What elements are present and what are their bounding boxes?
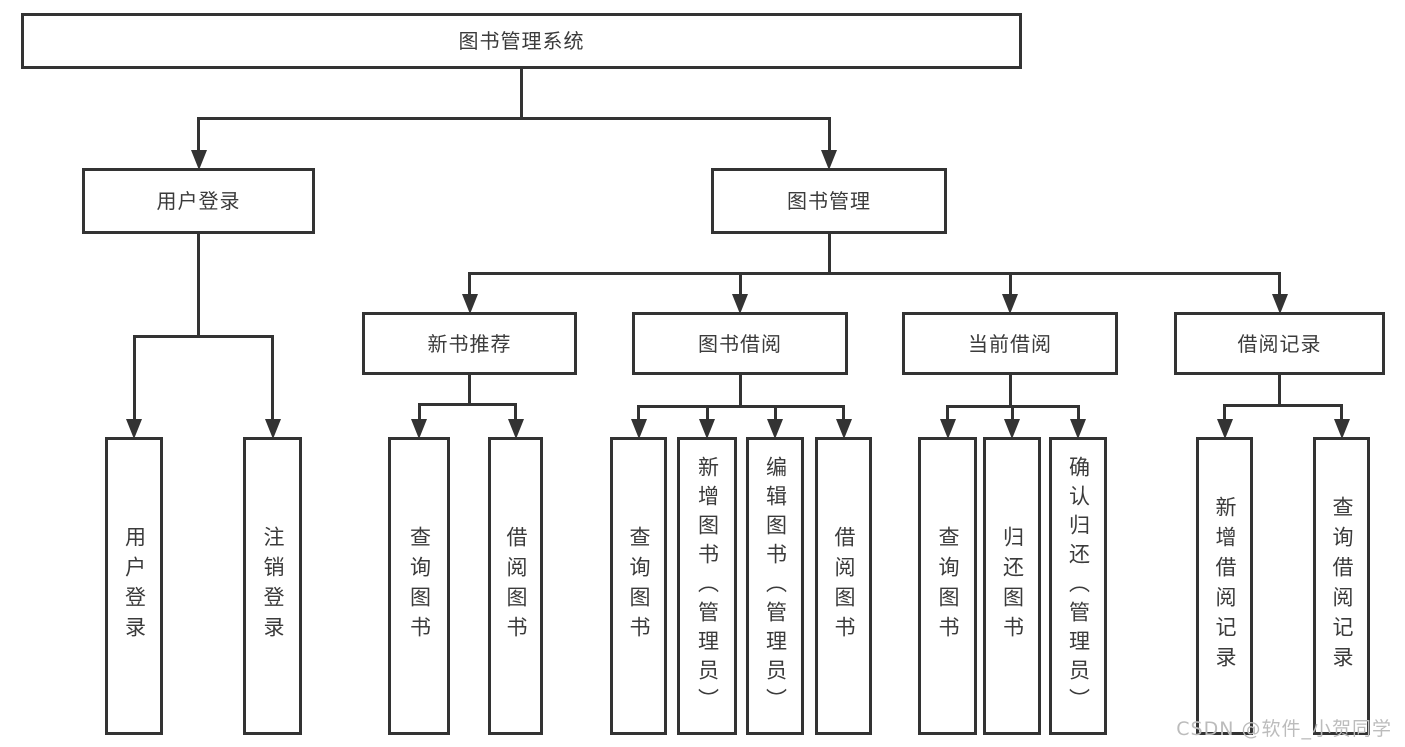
arrow-down-icon xyxy=(1070,419,1086,439)
connector-line-horizontal xyxy=(197,116,831,120)
arrow-down-icon xyxy=(821,150,837,170)
node-label-br-add-record: 新增借阅记录 xyxy=(1213,496,1237,676)
arrow-down-icon xyxy=(190,150,207,170)
arrow-down-icon xyxy=(835,419,852,439)
connector-line-vertical xyxy=(738,273,742,298)
connector-line-horizontal xyxy=(637,404,845,408)
node-bb-add-book-admin: 新增图书（管理员） xyxy=(677,437,737,735)
node-label-book-management-module: 图书管理 xyxy=(787,189,871,213)
connector-line-vertical xyxy=(197,118,200,154)
arrow-down-icon xyxy=(732,294,748,314)
connector-line-vertical xyxy=(637,406,640,423)
connector-line-horizontal xyxy=(132,334,274,338)
arrow-down-icon xyxy=(767,419,783,439)
node-borrowing-records: 借阅记录 xyxy=(1174,312,1385,375)
node-logout: 注销登录 xyxy=(243,437,302,735)
connector-line-vertical xyxy=(842,406,845,423)
connector-line-vertical xyxy=(705,406,709,423)
connector-line-vertical xyxy=(417,404,421,423)
connector-line-vertical xyxy=(520,68,523,120)
connector-line-vertical xyxy=(827,118,831,154)
node-bb-borrow-books: 借阅图书 xyxy=(815,437,872,735)
node-label-borrowing-records: 借阅记录 xyxy=(1237,331,1322,356)
node-nb-query-books: 查询图书 xyxy=(388,437,450,735)
connector-line-vertical xyxy=(1008,273,1012,298)
connector-line-vertical xyxy=(197,233,200,338)
connector-line-vertical xyxy=(773,406,777,423)
arrow-down-icon xyxy=(264,419,281,439)
arrow-down-icon xyxy=(1333,419,1350,439)
arrow-down-icon xyxy=(1216,419,1233,439)
node-label-bb-add-book-admin: 新增图书（管理员） xyxy=(695,455,720,717)
connector-line-vertical xyxy=(1008,374,1012,408)
arrow-down-icon xyxy=(126,419,142,439)
node-user-login-module: 用户登录 xyxy=(82,168,315,234)
node-login: 用户登录 xyxy=(105,437,163,735)
connector-line-vertical xyxy=(1278,374,1281,407)
node-label-logout: 注销登录 xyxy=(261,526,285,646)
arrow-down-icon xyxy=(1002,294,1018,314)
node-label-user-login-module: 用户登录 xyxy=(156,189,241,213)
node-label-login: 用户登录 xyxy=(122,526,147,646)
node-cb-query-books: 查询图书 xyxy=(918,437,977,735)
node-bb-query-books: 查询图书 xyxy=(610,437,667,735)
node-br-add-record: 新增借阅记录 xyxy=(1196,437,1253,735)
connector-line-vertical xyxy=(271,336,274,423)
arrow-down-icon xyxy=(1004,419,1020,439)
node-label-br-query-record: 查询借阅记录 xyxy=(1330,496,1354,676)
connector-line-vertical xyxy=(1010,406,1014,423)
connector-line-vertical xyxy=(1278,273,1281,298)
connector-line-horizontal xyxy=(417,402,517,406)
node-label-bb-query-books: 查询图书 xyxy=(627,526,651,646)
node-label-system-root: 图书管理系统 xyxy=(458,29,585,53)
node-new-book-recommend: 新书推荐 xyxy=(362,312,577,375)
node-label-nb-borrow-books: 借阅图书 xyxy=(504,526,528,646)
node-label-bb-edit-book-admin: 编辑图书（管理员） xyxy=(763,455,788,717)
connector-line-vertical xyxy=(1076,406,1080,423)
arrow-down-icon xyxy=(507,419,524,439)
node-label-bb-borrow-books: 借阅图书 xyxy=(832,526,856,646)
connector-line-horizontal xyxy=(468,271,1281,275)
connector-line-vertical xyxy=(468,374,471,406)
node-label-cb-return-books: 归还图书 xyxy=(1000,526,1025,646)
connector-line-vertical xyxy=(827,233,831,275)
node-book-borrowing: 图书借阅 xyxy=(632,312,848,375)
node-current-borrowing: 当前借阅 xyxy=(902,312,1118,375)
connector-line-vertical xyxy=(468,273,471,298)
node-cb-confirm-return-admin: 确认归还（管理员） xyxy=(1049,437,1107,735)
node-book-management-module: 图书管理 xyxy=(711,168,947,234)
arrow-down-icon xyxy=(630,419,647,439)
node-nb-borrow-books: 借阅图书 xyxy=(488,437,543,735)
node-bb-edit-book-admin: 编辑图书（管理员） xyxy=(746,437,804,735)
connector-line-vertical xyxy=(946,406,949,423)
node-label-book-borrowing: 图书借阅 xyxy=(698,331,782,356)
node-label-current-borrowing: 当前借阅 xyxy=(968,331,1052,356)
arrow-down-icon xyxy=(411,419,427,439)
arrow-down-icon xyxy=(461,294,478,314)
node-label-cb-confirm-return-admin: 确认归还（管理员） xyxy=(1066,455,1091,717)
arrow-down-icon xyxy=(1271,294,1288,314)
connector-line-vertical xyxy=(738,374,742,408)
connector-line-vertical xyxy=(1223,405,1226,423)
node-label-nb-query-books: 查询图书 xyxy=(407,526,432,646)
arrow-down-icon xyxy=(939,419,956,439)
arrow-down-icon xyxy=(699,419,715,439)
node-system-root: 图书管理系统 xyxy=(21,13,1022,69)
node-label-cb-query-books: 查询图书 xyxy=(936,526,960,646)
node-br-query-record: 查询借阅记录 xyxy=(1313,437,1370,735)
connector-line-horizontal xyxy=(1223,403,1343,407)
connector-line-vertical xyxy=(132,336,136,423)
node-cb-return-books: 归还图书 xyxy=(983,437,1041,735)
node-label-new-book-recommend: 新书推荐 xyxy=(427,331,512,356)
csdn-watermark: CSDN @软件_小贺同学 xyxy=(1176,718,1392,740)
connector-line-vertical xyxy=(1340,405,1343,423)
connector-line-vertical xyxy=(514,404,517,423)
